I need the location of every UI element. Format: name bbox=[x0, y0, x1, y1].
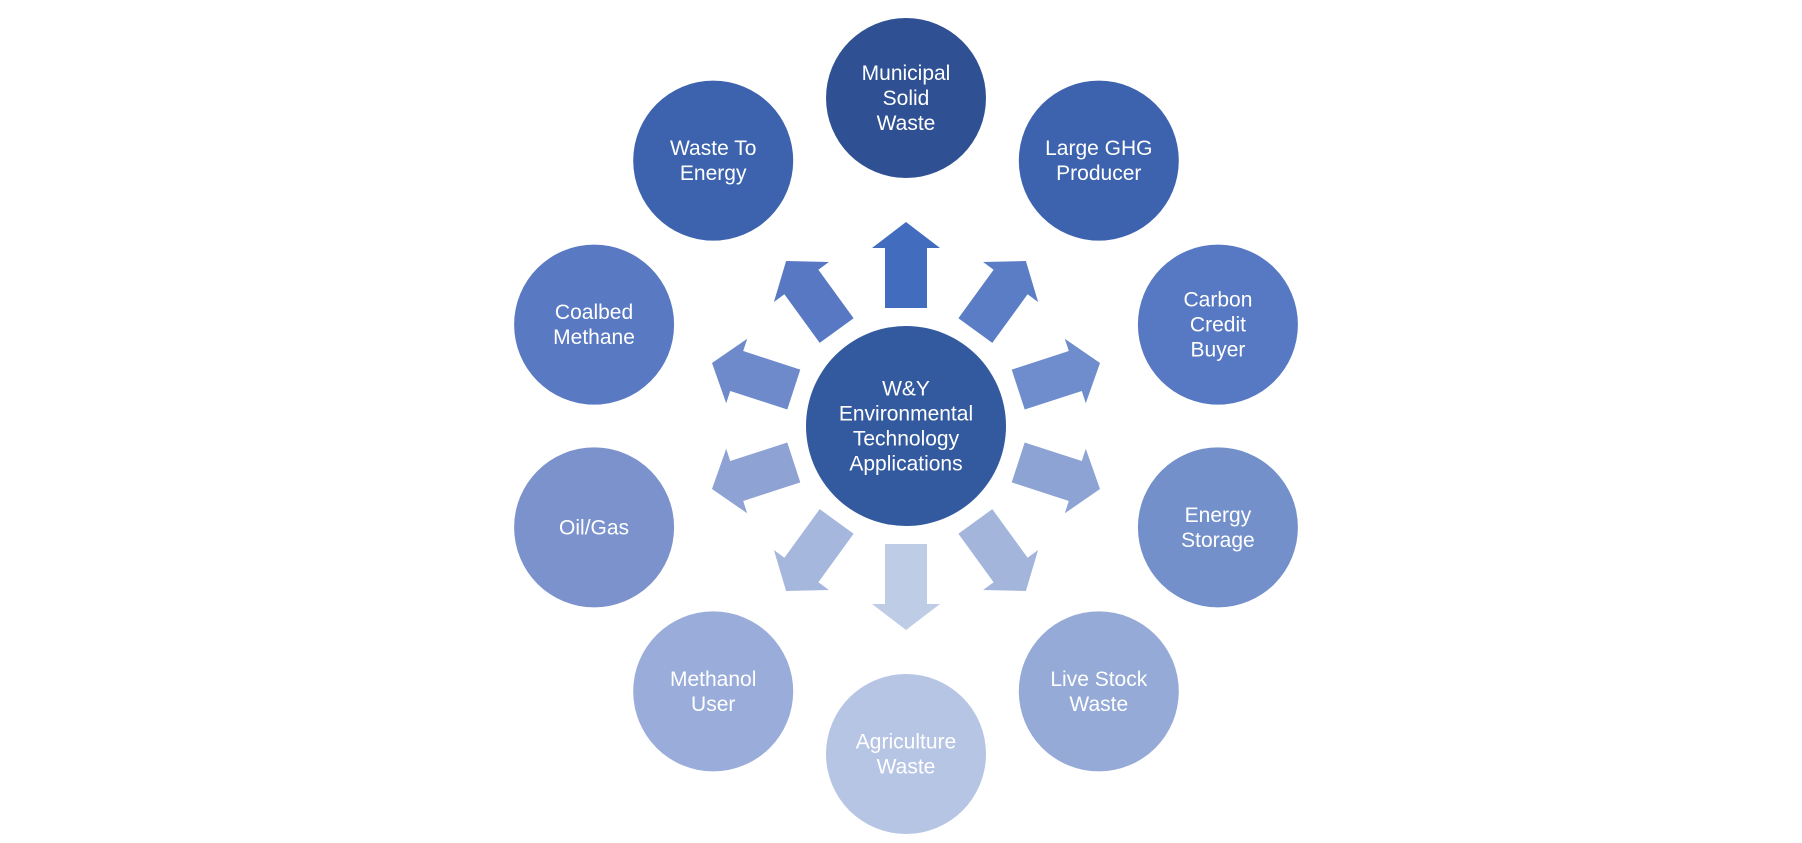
energy-storage-circle bbox=[1137, 447, 1298, 608]
center-label-line-3: Technology bbox=[853, 428, 960, 451]
live-stock-waste-circle bbox=[1018, 611, 1179, 772]
oil-gas-label-line-1: Oil/Gas bbox=[559, 516, 629, 539]
arrow-to-coalbed-methane bbox=[712, 338, 801, 410]
carbon-credit-buyer-label-line-3: Buyer bbox=[1191, 339, 1246, 362]
municipal-solid-waste-label-line-2: Solid bbox=[883, 87, 930, 110]
municipal-solid-waste-label-line-3: Waste bbox=[877, 112, 936, 135]
carbon-credit-buyer-circle bbox=[1137, 244, 1298, 405]
waste-to-energy-label-line-2: Energy bbox=[680, 162, 747, 185]
carbon-credit-buyer-label-line-1: Carbon bbox=[1184, 289, 1253, 312]
coalbed-methane-label-line-1: Coalbed bbox=[555, 301, 633, 324]
center-label-line-1: W&Y bbox=[882, 378, 930, 401]
arrow-to-waste-to-energy bbox=[773, 261, 854, 343]
live-stock-waste-label-line-1: Live Stock bbox=[1050, 668, 1147, 691]
arrow-to-oil-gas bbox=[712, 442, 801, 514]
carbon-credit-buyer-label-line-2: Credit bbox=[1190, 314, 1246, 337]
agriculture-waste-circle bbox=[826, 674, 986, 834]
waste-to-energy-circle bbox=[633, 80, 794, 241]
arrow-to-methanol-user bbox=[773, 509, 854, 591]
arrow-to-large-ghg-producer bbox=[958, 261, 1039, 343]
coalbed-methane-circle bbox=[514, 244, 675, 405]
waste-to-energy-label-line-1: Waste To bbox=[670, 137, 756, 160]
center-circle bbox=[806, 326, 1006, 526]
large-ghg-producer-label-line-1: Large GHG bbox=[1045, 137, 1152, 160]
energy-storage-label-line-1: Energy bbox=[1185, 504, 1252, 527]
node-oil-gas: Oil/Gas bbox=[514, 447, 675, 608]
arrows-layer bbox=[712, 222, 1100, 630]
energy-storage-label-line-2: Storage bbox=[1181, 529, 1255, 552]
agriculture-waste-label-line-1: Agriculture bbox=[856, 731, 956, 754]
arrow-to-energy-storage bbox=[1011, 442, 1100, 514]
arrow-to-carbon-credit-buyer bbox=[1011, 338, 1100, 410]
arrow-to-municipal-solid-waste bbox=[872, 222, 940, 308]
center-label-line-4: Applications bbox=[849, 453, 962, 476]
methanol-user-circle bbox=[633, 611, 794, 772]
large-ghg-producer-label-line-2: Producer bbox=[1056, 162, 1141, 185]
municipal-solid-waste-label-line-1: Municipal bbox=[862, 62, 951, 85]
agriculture-waste-label-line-2: Waste bbox=[877, 756, 936, 779]
methanol-user-label-line-2: User bbox=[691, 693, 735, 716]
large-ghg-producer-circle bbox=[1018, 80, 1179, 241]
municipal-solid-waste-circle bbox=[826, 18, 986, 178]
methanol-user-label-line-1: Methanol bbox=[670, 668, 756, 691]
center-label-line-2: Environmental bbox=[839, 403, 973, 426]
live-stock-waste-label-line-2: Waste bbox=[1069, 693, 1128, 716]
arrow-to-live-stock-waste bbox=[958, 509, 1039, 591]
coalbed-methane-label-line-2: Methane bbox=[553, 326, 635, 349]
arrow-to-agriculture-waste bbox=[872, 544, 940, 630]
oil-gas-circle bbox=[514, 447, 675, 608]
